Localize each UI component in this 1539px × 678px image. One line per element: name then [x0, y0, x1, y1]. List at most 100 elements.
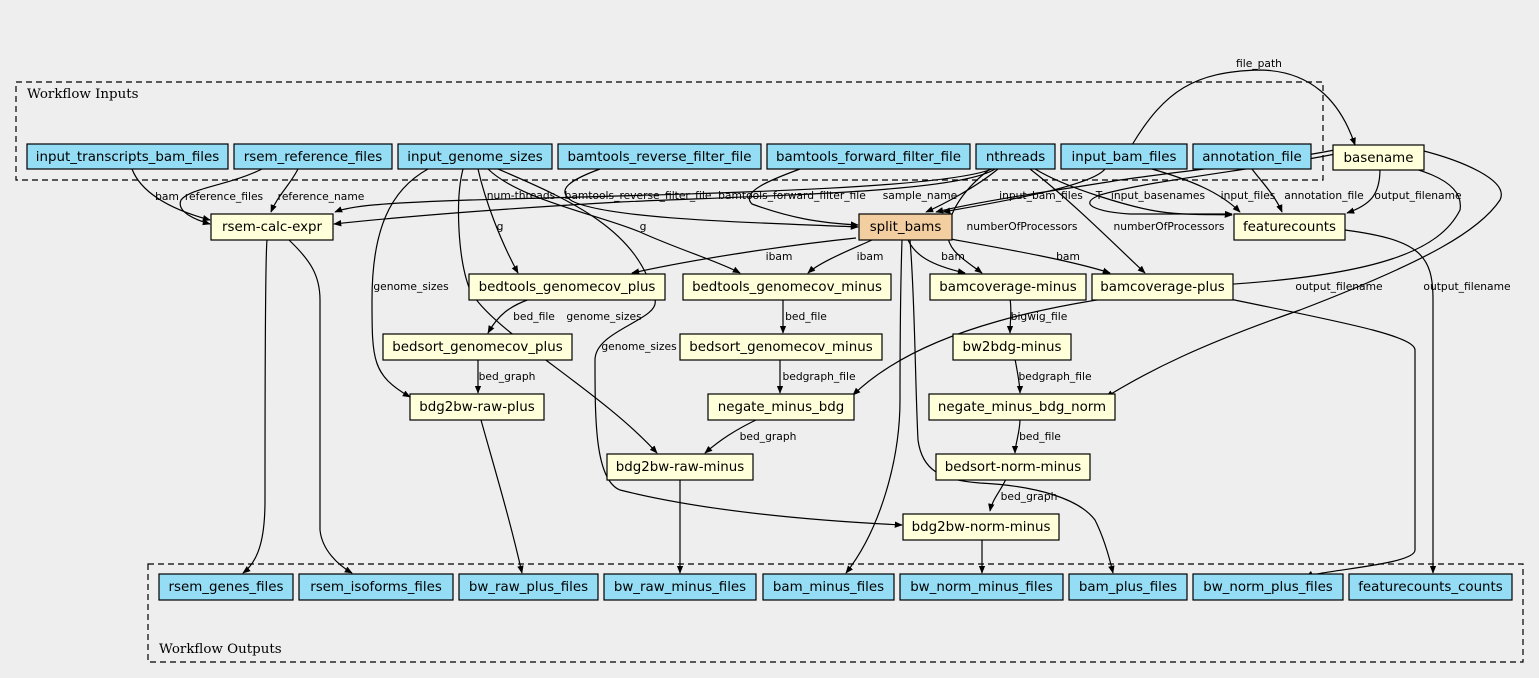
edge-label-bam-cov-minus: bam [941, 250, 965, 263]
svg-text:featurecounts_counts: featurecounts_counts [1358, 580, 1503, 595]
node-bamtools-reverse-filter-file[interactable]: bamtools_reverse_filter_file [557, 143, 762, 170]
svg-text:bamtools_forward_filter_file: bamtools_forward_filter_file [776, 150, 961, 165]
edge-labels: file_path bam reference_files reference_… [155, 57, 1510, 503]
node-nthreads[interactable]: nthreads [975, 143, 1056, 170]
svg-text:bw2bdg-minus: bw2bdg-minus [962, 340, 1061, 355]
node-input-genome-sizes[interactable]: input_genome_sizes [397, 143, 553, 170]
edge-label-genome-sizes-raw-minus: genome_sizes [566, 310, 642, 323]
edge-label-t: T [1095, 189, 1103, 202]
workflow-outputs-label: Workflow Outputs [159, 642, 282, 657]
edge-label-output-filename-counts: output_filename [1423, 280, 1510, 293]
svg-text:bam_minus_files: bam_minus_files [773, 580, 884, 595]
svg-text:bedsort-norm-minus: bedsort-norm-minus [945, 460, 1082, 475]
edge-label-bed-file-plus: bed_file [513, 310, 555, 323]
node-bdg2bw-raw-minus[interactable]: bdg2bw-raw-minus [606, 453, 754, 481]
svg-text:input_transcripts_bam_files: input_transcripts_bam_files [36, 150, 219, 165]
node-bamcoverage-plus[interactable]: bamcoverage-plus [1091, 273, 1234, 301]
svg-text:bdg2bw-norm-minus: bdg2bw-norm-minus [912, 520, 1051, 535]
node-bedtools-genomecov-minus[interactable]: bedtools_genomecov_minus [682, 273, 892, 301]
edge-label-output-filename: output_filename [1374, 189, 1461, 202]
node-bam-minus-files[interactable]: bam_minus_files [762, 573, 895, 601]
node-bw-norm-plus-files[interactable]: bw_norm_plus_files [1192, 573, 1344, 601]
edge-label-bed-graph-norm: bed_graph [1001, 490, 1058, 503]
edge-label-bedgraph-file-minus: bedgraph_file [782, 370, 855, 383]
svg-text:bamcoverage-minus: bamcoverage-minus [939, 280, 1076, 295]
edge-label-input-bam-files: input_bam_files [999, 189, 1083, 202]
edge-label-reference-files: reference_files [185, 190, 264, 203]
svg-text:rsem_genes_files: rsem_genes_files [169, 580, 284, 595]
edge-label-sample-name: sample_name [883, 189, 958, 202]
node-annotation-file[interactable]: annotation_file [1192, 143, 1312, 170]
edge-label-reference-name: reference_name [278, 190, 365, 203]
node-bw-raw-plus-files[interactable]: bw_raw_plus_files [458, 573, 599, 601]
node-negate-minus-bdg[interactable]: negate_minus_bdg [707, 393, 855, 421]
node-bedtools-genomecov-plus[interactable]: bedtools_genomecov_plus [468, 273, 666, 301]
node-bedsort-norm-minus[interactable]: bedsort-norm-minus [935, 453, 1091, 481]
node-bamtools-forward-filter-file[interactable]: bamtools_forward_filter_file [766, 143, 971, 170]
edge-label-bam-cov-plus: bam [1056, 250, 1080, 263]
node-rsem-calc-expr[interactable]: rsem-calc-expr [210, 213, 334, 241]
svg-text:bw_norm_minus_files: bw_norm_minus_files [910, 580, 1053, 595]
svg-text:nthreads: nthreads [986, 150, 1045, 165]
svg-text:annotation_file: annotation_file [1202, 150, 1302, 165]
node-input-bam-files[interactable]: input_bam_files [1060, 143, 1188, 170]
node-featurecounts[interactable]: featurecounts [1233, 213, 1346, 241]
node-bw-norm-minus-files[interactable]: bw_norm_minus_files [899, 573, 1064, 601]
node-rsem-isoforms-files[interactable]: rsem_isoforms_files [298, 573, 454, 601]
svg-text:bamtools_reverse_filter_file: bamtools_reverse_filter_file [567, 150, 751, 165]
edge-label-num-threads: num-threads [487, 189, 556, 202]
edge-label-bed-file-minus: bed_file [785, 310, 827, 323]
node-input-transcripts-bam-files[interactable]: input_transcripts_bam_files [26, 143, 229, 170]
svg-text:input_bam_files: input_bam_files [1072, 150, 1177, 165]
node-bedsort-genomecov-minus[interactable]: bedsort_genomecov_minus [679, 333, 883, 361]
edge-label-number-of-processors-minus: numberOfProcessors [967, 220, 1078, 233]
node-bedsort-genomecov-plus[interactable]: bedsort_genomecov_plus [382, 333, 573, 361]
edges [131, 69, 1502, 578]
edge-label-input-basenames: input_basenames [1111, 189, 1206, 202]
node-bw2bdg-minus[interactable]: bw2bdg-minus [952, 333, 1072, 361]
svg-text:rsem-calc-expr: rsem-calc-expr [222, 220, 323, 235]
edge-label-output-filename-norm: output_filename [1295, 280, 1382, 293]
edge-label-bamtools-reverse-filter-file: bamtools_reverse_filter_file [565, 189, 712, 202]
edge-label-g-plus: g [497, 220, 504, 233]
node-bdg2bw-norm-minus[interactable]: bdg2bw-norm-minus [902, 513, 1060, 541]
svg-text:bdg2bw-raw-minus: bdg2bw-raw-minus [616, 460, 745, 475]
edge-label-bigwig-file: bigwig_file [1011, 310, 1068, 323]
node-bdg2bw-raw-plus[interactable]: bdg2bw-raw-plus [409, 393, 545, 421]
svg-text:featurecounts: featurecounts [1243, 220, 1336, 235]
svg-text:basename: basename [1344, 151, 1414, 166]
edge-label-file-path: file_path [1236, 57, 1282, 70]
edge-label-g-minus: g [640, 220, 647, 233]
edge-label-bamtools-forward-filter-file: bamtools_forward_filter_file [718, 189, 866, 202]
svg-text:negate_minus_bdg: negate_minus_bdg [718, 400, 845, 415]
node-basename[interactable]: basename [1332, 144, 1425, 171]
svg-text:negate_minus_bdg_norm: negate_minus_bdg_norm [938, 400, 1106, 415]
workflow-inputs-label: Workflow Inputs [27, 87, 139, 102]
edge-label-genome-sizes-plus: genome_sizes [373, 280, 449, 293]
edge-label-input-files: input_files [1221, 189, 1276, 202]
svg-text:bedtools_genomecov_plus: bedtools_genomecov_plus [479, 280, 656, 295]
edge-label-bed-graph-plus: bed_graph [479, 370, 536, 383]
workflow-inputs-cluster: Workflow Inputs [15, 81, 1324, 181]
nodes: input_transcripts_bam_files rsem_referen… [26, 143, 1513, 601]
node-bw-raw-minus-files[interactable]: bw_raw_minus_files [603, 573, 757, 601]
edge-label-bedgraph-file-norm: bedgraph_file [1018, 370, 1091, 383]
svg-text:rsem_isoforms_files: rsem_isoforms_files [310, 580, 442, 595]
edge-label-bed-file-norm: bed_file [1019, 430, 1061, 443]
edge-label-bam: bam [155, 190, 179, 203]
svg-text:bam_plus_files: bam_plus_files [1079, 580, 1177, 595]
node-bam-plus-files[interactable]: bam_plus_files [1068, 573, 1188, 601]
workflow-outputs-cluster: Workflow Outputs [147, 563, 1524, 663]
edge-label-ibam-minus: ibam [857, 250, 884, 263]
node-negate-minus-bdg-norm[interactable]: negate_minus_bdg_norm [928, 393, 1116, 421]
node-rsem-reference-files[interactable]: rsem_reference_files [233, 143, 393, 170]
edge-label-bed-graph-minus: bed_graph [740, 430, 797, 443]
node-rsem-genes-files[interactable]: rsem_genes_files [158, 573, 294, 601]
edge-label-ibam-plus: ibam [766, 250, 793, 263]
node-featurecounts-counts[interactable]: featurecounts_counts [1348, 573, 1513, 601]
svg-text:bedtools_genomecov_minus: bedtools_genomecov_minus [692, 280, 882, 295]
svg-text:bedsort_genomecov_minus: bedsort_genomecov_minus [689, 340, 872, 355]
node-split-bams[interactable]: split_bams [858, 213, 953, 241]
edge-label-genome-sizes-norm-minus: genome_sizes [601, 340, 677, 353]
node-bamcoverage-minus[interactable]: bamcoverage-minus [929, 273, 1087, 301]
